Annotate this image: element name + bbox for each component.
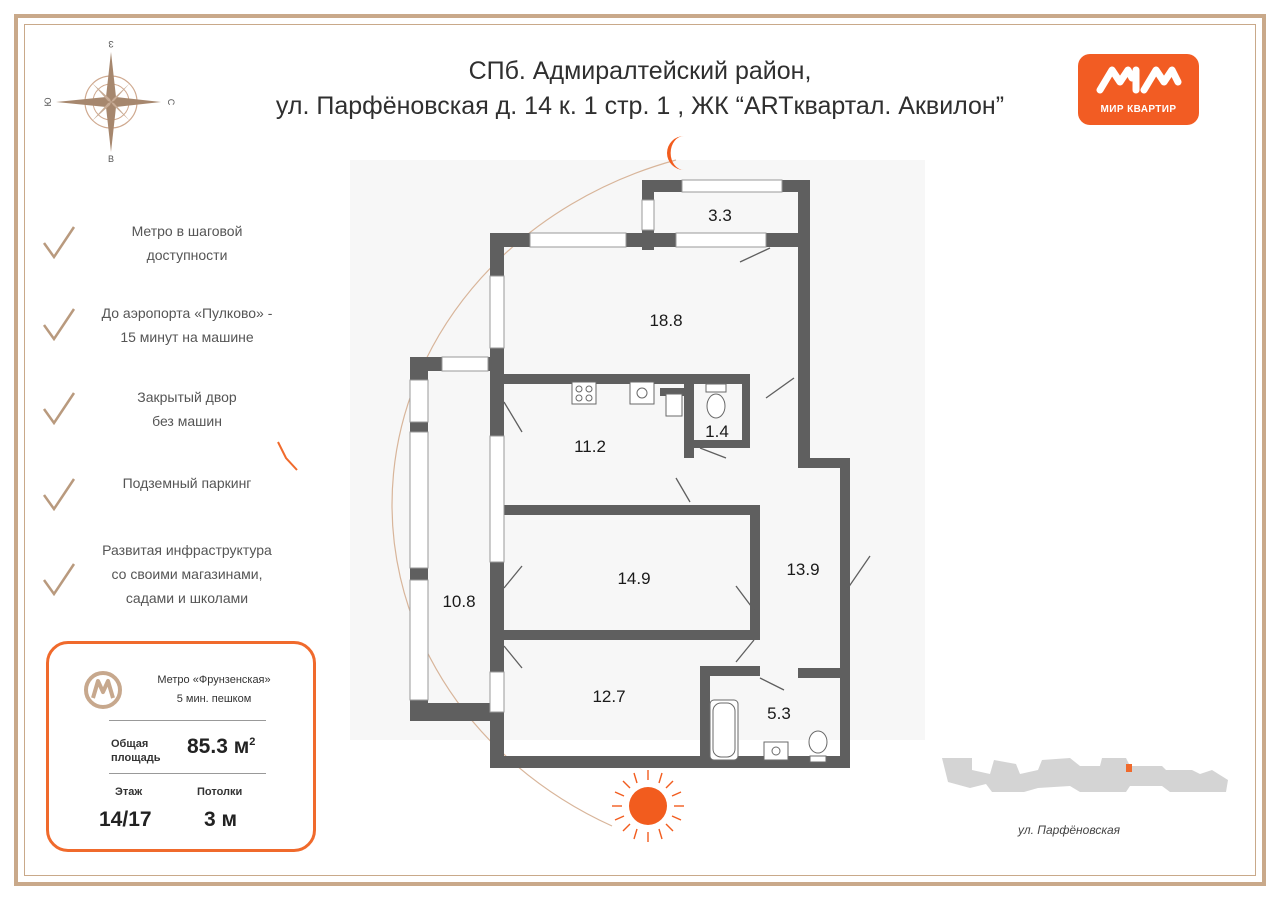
room-label-hall: 13.9 (786, 560, 819, 579)
toilet-icon (808, 730, 828, 754)
feature-text: До аэропорта «Пулково» - 15 минут на маш… (101, 305, 273, 345)
card-divider (109, 720, 266, 721)
apartment-info-card: Метро «Фрунзенская» 5 мин. пешком Общая … (46, 641, 316, 852)
address-line-2: ул. Парфёновская д. 14 к. 1 стр. 1 , ЖК … (275, 92, 1005, 120)
check-icon (42, 563, 76, 596)
feature-item-metro: Метро в шаговой доступности (40, 219, 290, 279)
stove-icon (571, 381, 597, 405)
feature-item-infrastructure: Развитая инфраструктура со своими магази… (40, 538, 290, 606)
check-icon (42, 308, 76, 341)
feature-text: Подземный паркинг (122, 475, 252, 491)
logo-text: МИР КВАРТИР (1100, 104, 1177, 115)
check-icon (42, 226, 76, 259)
compass-east-label: С (166, 99, 176, 106)
brand-logo[interactable]: МИР КВАРТИР (1078, 54, 1199, 125)
ceiling-value: 3 м (204, 808, 238, 831)
room-label-bedroom-middle: 14.9 (617, 569, 650, 588)
windows (409, 179, 783, 713)
check-icon (42, 392, 76, 425)
feature-item-parking: Подземный паркинг (40, 471, 290, 531)
feature-item-yard: Закрытый двор без машин (40, 385, 290, 445)
toilet-icon (706, 393, 726, 419)
address-line-1: СПб. Адмиралтейский район, (468, 57, 812, 85)
compass-north-label: З (108, 39, 113, 49)
ceiling-label: Потолки (197, 786, 243, 798)
metro-walk-time: 5 мин. пешком (176, 693, 252, 705)
card-divider (109, 773, 266, 774)
total-area-value: 85.3 м2 (187, 735, 256, 758)
room-label-kitchen: 11.2 (574, 437, 606, 456)
door-swings (503, 247, 871, 691)
room-label-bathroom: 5.3 (767, 704, 791, 723)
feature-item-airport: До аэропорта «Пулково» - 15 минут на маш… (40, 301, 290, 361)
sun-path-arrow-icon (277, 441, 298, 471)
room-label-bedroom-bottom: 12.7 (592, 687, 625, 706)
inner-frame (24, 24, 1256, 876)
outer-frame (14, 14, 1266, 886)
metro-station-name: Метро «Фрунзенская» (157, 674, 271, 686)
feature-text: Метро в шаговой доступности (131, 223, 243, 263)
room-labels: 3.3 18.8 11.2 1.4 14.9 13.9 10.8 12.7 5.… (442, 206, 819, 723)
building-marker (1126, 764, 1132, 772)
compass-south-label: В (108, 154, 114, 164)
sun-icon (612, 770, 684, 842)
building-footprint-map (942, 758, 1228, 792)
room-label-balcony: 3.3 (708, 206, 732, 225)
compass-rose: З В Ю С (43, 39, 176, 164)
metro-icon (84, 671, 122, 709)
room-label-wc: 1.4 (705, 422, 729, 441)
feature-text: Закрытый двор без машин (137, 389, 237, 429)
street-label: ул. Парфёновская (1018, 823, 1121, 837)
compass-west-label: Ю (43, 97, 53, 106)
room-label-living: 18.8 (649, 311, 682, 330)
area-unit-superscript: 2 (249, 736, 256, 748)
moon-icon (667, 136, 684, 170)
floor-value: 14/17 (99, 808, 152, 831)
room-label-loggia: 10.8 (442, 592, 475, 611)
fixtures (571, 381, 828, 763)
check-icon (42, 478, 76, 511)
total-area-label: Общая площадь (111, 738, 161, 764)
floor-label: Этаж (115, 786, 143, 798)
feature-text: Развитая инфраструктура со своими магази… (102, 542, 272, 606)
logo-mark-icon (1096, 66, 1182, 94)
